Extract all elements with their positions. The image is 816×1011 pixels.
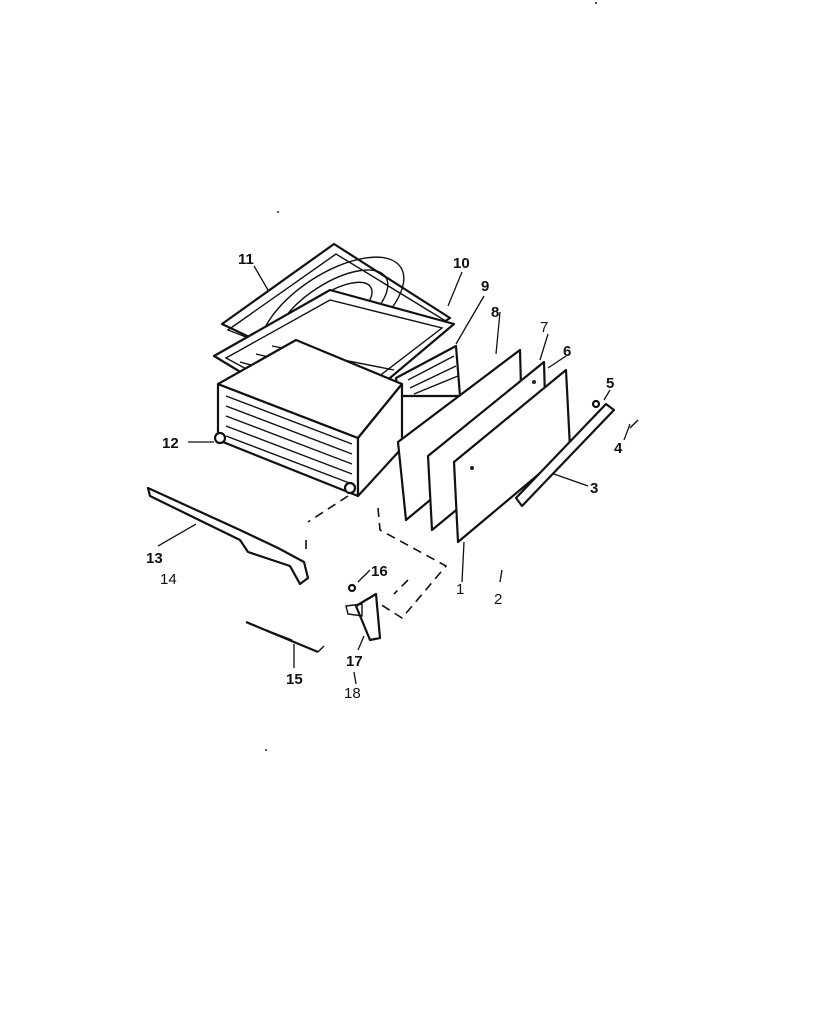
speck [277,211,279,213]
callout-10: 10 [453,255,470,272]
callout-14: 14 [160,571,177,588]
part-3-handle [514,402,616,508]
part-5-screw [591,399,601,409]
part-13-rail [146,486,310,586]
callout-1: 1 [456,581,464,598]
callout-7: 7 [540,319,548,336]
callout-12: 12 [162,435,179,452]
leader-lines [157,265,631,685]
speck [595,2,597,4]
callout-2: 2 [494,591,502,608]
callout-11: 11 [238,251,254,268]
part-6-screw-hole [470,466,474,470]
callout-5: 5 [606,375,614,392]
callout-16: 16 [371,563,388,580]
callout-3: 3 [590,480,598,497]
part-15-rod [245,620,325,654]
speck [265,749,267,751]
part-6-screw-hole [532,380,536,384]
callout-17: 17 [346,653,363,670]
callout-13: 13 [146,550,163,567]
part-12-drawer-body [213,338,404,498]
callout-9: 9 [481,278,489,295]
callout-8: 8 [491,304,499,321]
callout-4: 4 [614,440,623,457]
callout-18: 18 [344,685,361,702]
alignment-line [305,495,448,620]
part-4-screw [629,419,639,429]
part-17-bracket [345,583,382,642]
callout-15: 15 [286,671,303,688]
callout-6: 6 [563,343,571,360]
